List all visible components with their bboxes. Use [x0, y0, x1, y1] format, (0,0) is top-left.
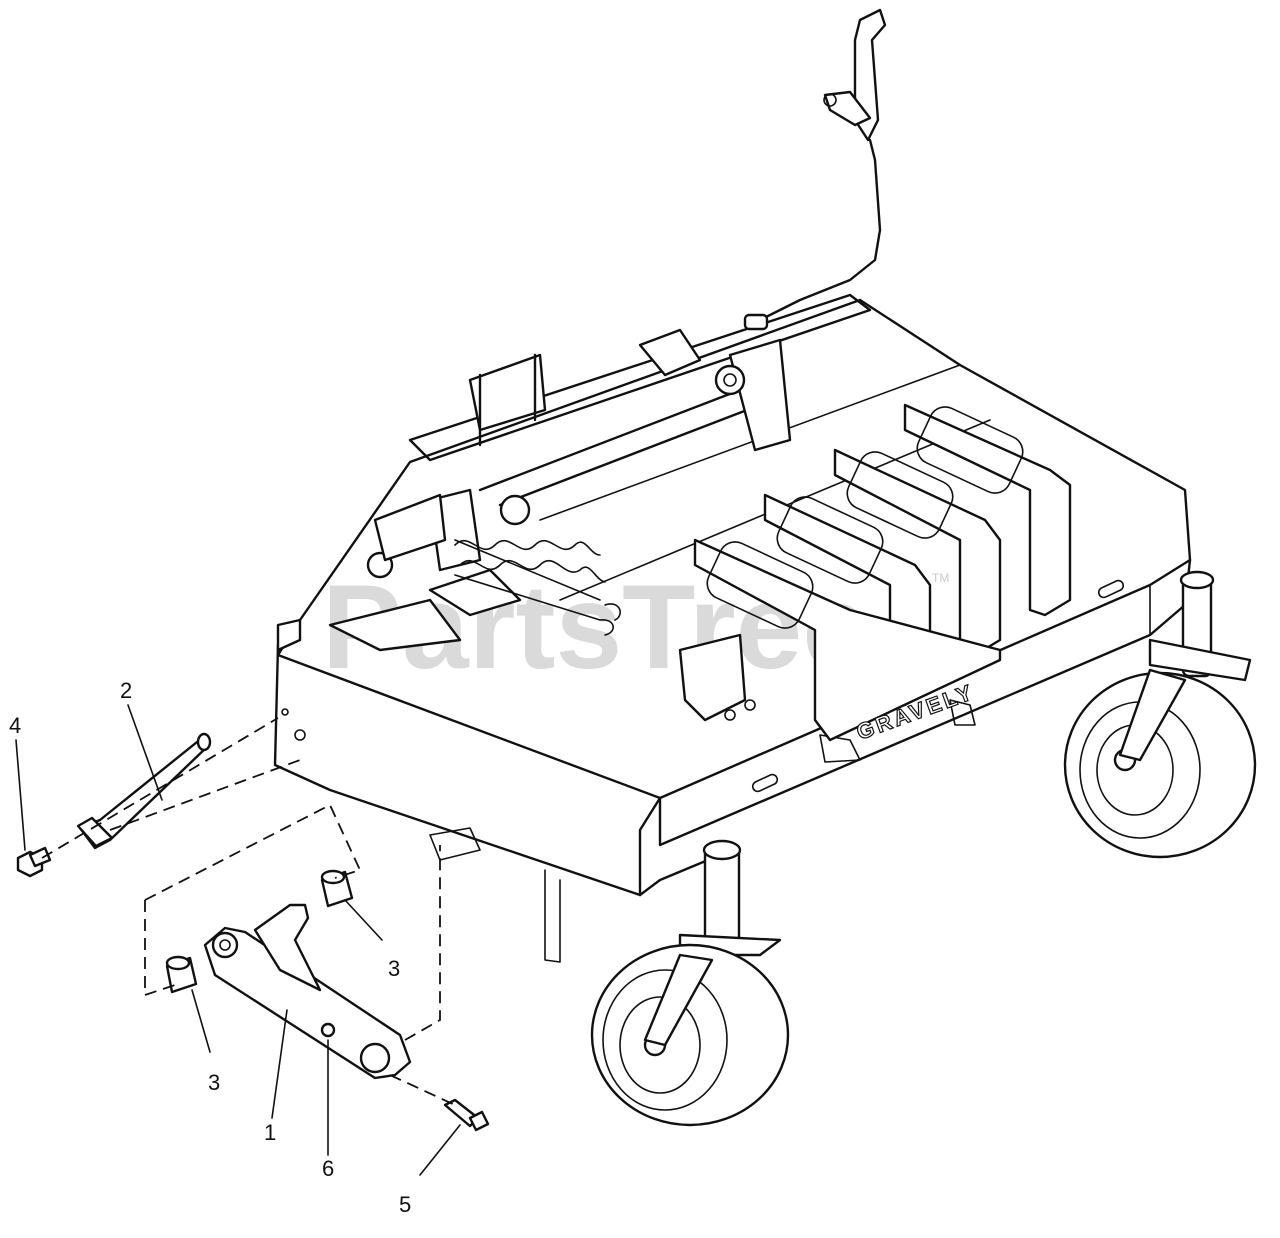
lift-frame	[366, 293, 872, 579]
caster-wheel-left	[590, 839, 790, 1127]
callout-4: 4	[9, 713, 21, 738]
part-2-pin	[76, 732, 212, 850]
mower-deck	[273, 298, 1192, 963]
part-4-nut	[16, 846, 52, 878]
leader-lines	[15, 704, 461, 1176]
part-3-bushing-upper	[320, 869, 354, 908]
assembly-lines	[41, 717, 456, 1106]
callout-3-lower: 3	[208, 1070, 220, 1095]
callout-5: 5	[399, 1192, 411, 1217]
callout-1: 1	[264, 1120, 276, 1145]
part-3-bushing-lower	[165, 955, 198, 994]
weight-stack: GRAVELY	[693, 403, 1072, 745]
watermark-trademark: TM	[932, 571, 949, 585]
part-1-arm	[203, 903, 412, 1080]
callout-3-upper: 3	[388, 956, 400, 981]
caster-wheel-right	[1063, 570, 1257, 859]
height-adjust-lever	[743, 8, 887, 331]
lift-springs	[454, 539, 621, 636]
callout-2: 2	[120, 678, 132, 703]
part-5-bolt	[443, 1098, 490, 1132]
callout-6: 6	[322, 1156, 334, 1181]
